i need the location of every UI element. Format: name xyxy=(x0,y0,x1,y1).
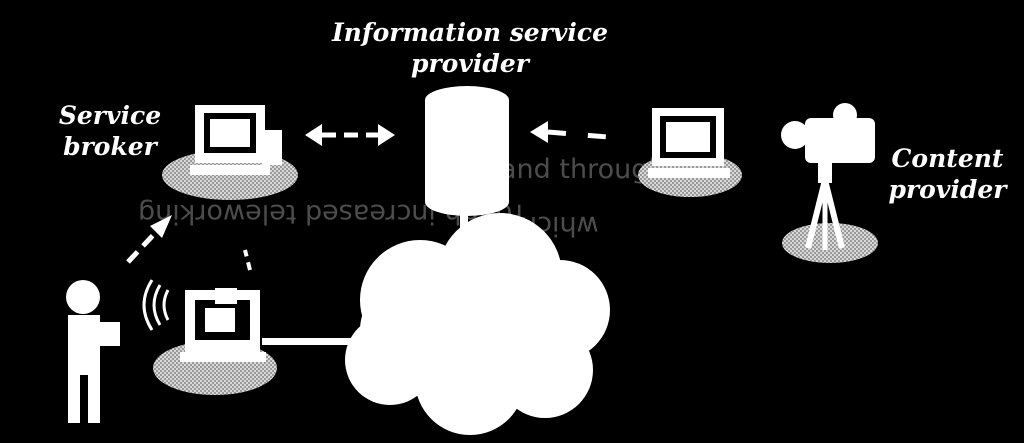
content-computer-icon xyxy=(638,108,742,197)
person-icon xyxy=(66,280,120,423)
label-line: provider xyxy=(411,49,529,78)
label-line: Service xyxy=(58,101,162,130)
user-broker-arrow xyxy=(126,215,172,264)
database-cylinder-icon xyxy=(425,86,509,216)
cloud-icon xyxy=(345,213,610,435)
broker-computer-icon xyxy=(162,105,298,200)
video-camera-icon xyxy=(781,103,878,263)
wireless-signal-icon xyxy=(142,279,170,331)
service-broker-label: Service broker xyxy=(40,100,180,162)
label-line: Content xyxy=(891,144,1004,173)
label-line: provider xyxy=(888,175,1007,204)
label-line: Information service xyxy=(331,18,609,47)
terminal-computer-icon xyxy=(153,288,277,395)
label-line: broker xyxy=(63,132,157,161)
terminal-broker-link xyxy=(243,249,252,271)
terminal-cloud-connector xyxy=(262,338,352,345)
server-cloud-connector xyxy=(460,200,468,265)
content-server-arrow xyxy=(530,121,621,143)
broker-server-arrow xyxy=(305,124,395,146)
information-service-provider-label: Information service provider xyxy=(330,17,610,79)
ghost-text-line: and through xyxy=(500,154,666,185)
content-provider-label: Content provider xyxy=(880,143,1015,205)
